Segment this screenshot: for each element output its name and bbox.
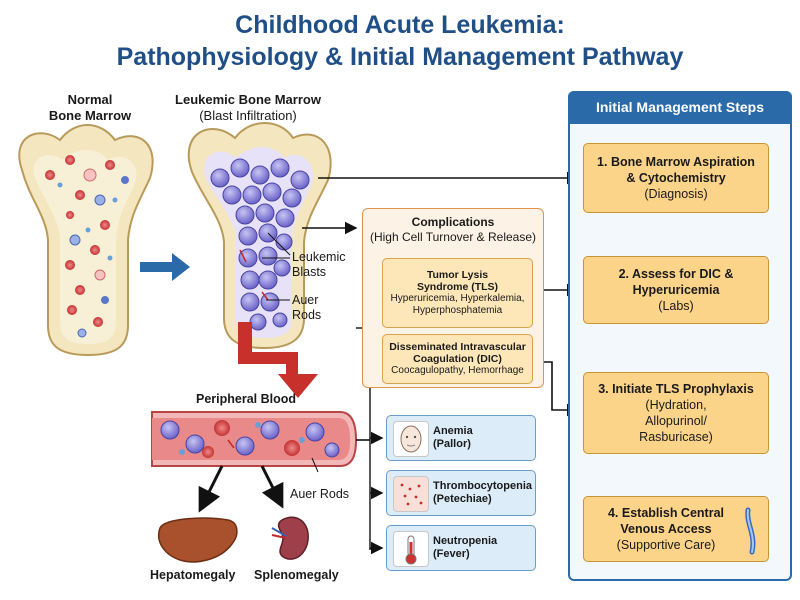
- leukemic-marrow-label: Leukemic Bone Marrow(Blast Infiltration): [175, 92, 321, 123]
- thrombocytopenia-box: Thrombocytopenia(Petechiae): [386, 470, 536, 516]
- tls-box: Tumor Lysis Syndrome (TLS) Hyperuricemia…: [382, 258, 533, 328]
- blood-vessel-illustration: [151, 411, 358, 467]
- step-3-box: 3. Initiate TLS Prophylaxis (Hydration, …: [583, 372, 769, 454]
- face-pallor-icon: [393, 421, 429, 457]
- normal-bone-illustration: [18, 124, 154, 357]
- catheter-icon: [745, 507, 756, 555]
- page-title: Childhood Acute Leukemia:: [235, 11, 565, 39]
- normal-marrow-cells: [45, 155, 129, 338]
- splenomegaly-label: Splenomegaly: [254, 568, 339, 582]
- management-header: Initial Management Steps: [568, 91, 792, 124]
- anemia-box: Anemia(Pallor): [386, 415, 536, 461]
- blood-auer-rods-label: Auer Rods: [290, 487, 350, 501]
- complications-title: Complications: [411, 215, 495, 229]
- progression-arrow: [140, 253, 190, 281]
- liver-icon: [158, 517, 238, 563]
- thermometer-icon: [393, 531, 429, 567]
- step-1-box: 1. Bone Marrow Aspiration & Cytochemistr…: [583, 143, 769, 213]
- complications-subtitle: (High Cell Turnover & Release): [369, 230, 537, 244]
- petechiae-icon: [393, 476, 429, 512]
- step-4-box: 4. Establish Central Venous Access (Supp…: [583, 496, 769, 562]
- dic-box: Disseminated Intravascular Coagulation (…: [382, 334, 533, 384]
- page-subtitle: Pathophysiology & Initial Management Pat…: [116, 43, 684, 71]
- peripheral-blood-label: Peripheral Blood: [196, 392, 297, 406]
- step-2-box: 2. Assess for DIC & Hyperuricemia (Labs): [583, 256, 769, 324]
- red-arrow: [238, 322, 318, 398]
- spleen-icon: [277, 516, 309, 560]
- neutropenia-box: Neutropenia(Fever): [386, 525, 536, 571]
- hepatomegaly-label: Hepatomegaly: [150, 568, 236, 582]
- leukemic-blast-cells: [210, 158, 310, 331]
